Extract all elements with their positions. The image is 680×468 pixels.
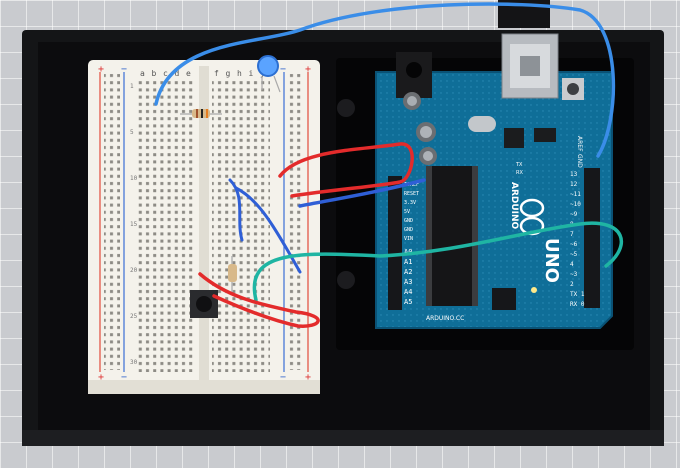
column-letter: b (152, 69, 157, 78)
analog-pin-label: A1 (404, 258, 412, 266)
aref-label: AREF (576, 136, 583, 152)
wire-teal (252, 221, 624, 302)
analog-pin-label: A4 (404, 288, 412, 296)
column-letter: g (226, 69, 231, 78)
analog-pin-label: A3 (404, 278, 412, 286)
capacitor (416, 122, 436, 142)
wire-sky-blue (154, 2, 616, 158)
rail-plus-bottom-left: + (98, 372, 104, 383)
wire-blue-breadboard-2 (234, 186, 302, 274)
crystal-oscillator (468, 116, 496, 132)
digital-pin-label: 2 (570, 281, 574, 288)
arduino-model-label: UNO (541, 238, 562, 283)
column-letter: f (214, 69, 219, 78)
rail-minus-top-left: − (121, 64, 127, 75)
row-number: 20 (130, 267, 138, 274)
power-analog-header (388, 176, 402, 310)
column-letter: i (249, 69, 254, 78)
rail-minus-bottom-left: − (121, 372, 127, 383)
icsp-header (534, 128, 556, 142)
tray-hole (337, 271, 355, 289)
rail-minus-bottom-right: − (280, 372, 286, 383)
analog-pin-label: A0 (404, 248, 412, 256)
wire-blue-breadboard (228, 178, 244, 242)
digital-pin-label: RX 0 (570, 301, 585, 308)
rail-minus-top-right: − (280, 64, 286, 75)
atmega-microcontroller (426, 166, 478, 306)
arduino-brand-label: ARDUINO (509, 182, 519, 230)
digital-pin-label: 13 (570, 171, 578, 178)
power-led (531, 287, 537, 293)
rail-plus-top-right: + (305, 64, 311, 75)
power-pin-label: RESET (404, 191, 419, 197)
tx-led-label: TX (515, 162, 523, 168)
wire-red-breadboard (198, 272, 320, 328)
power-pin-label: VIN (404, 236, 413, 242)
usb-chip (504, 128, 524, 148)
power-pin-label: GND (404, 227, 413, 233)
digital-pin-label: TX 1 (570, 291, 585, 298)
digital-pin-label: 7 (570, 231, 574, 238)
reset-button[interactable] (562, 78, 584, 100)
rail-plus-bottom-right: + (305, 372, 311, 383)
capacitor (419, 147, 437, 165)
column-letter: d (175, 69, 180, 78)
digital-pin-label: 12 (570, 181, 578, 188)
column-letter: e (186, 69, 191, 78)
digital-pin-label: ~10 (570, 201, 581, 208)
digital-pin-label: ~3 (570, 271, 578, 278)
digital-pin-label: ~6 (570, 241, 578, 248)
gnd-label: GND (576, 154, 583, 168)
arduino-website-label: ARDUINO.CC (426, 315, 464, 322)
digital-pin-header (584, 168, 600, 308)
power-pin-label: GND (404, 218, 413, 224)
tray-hole (337, 99, 355, 117)
column-letter: c (163, 69, 168, 78)
row-number: 15 (130, 221, 138, 228)
digital-pin-label: 4 (570, 261, 574, 268)
digital-pin-label: ~9 (570, 211, 578, 218)
rail-plus-top-left: + (98, 64, 104, 75)
analog-pin-label: A5 (404, 298, 412, 306)
resistor (180, 109, 222, 118)
row-number: 25 (130, 313, 138, 320)
row-number: 5 (130, 129, 134, 136)
wire-blue-to-arduino (298, 178, 426, 208)
blue-led (257, 55, 281, 93)
usb-b-jack (501, 33, 559, 99)
row-number: 30 (130, 359, 138, 366)
power-pin-label: 3.3V (404, 200, 416, 206)
power-pin-label: 5V (404, 209, 410, 215)
wire-red (278, 142, 414, 198)
digital-pin-label: ~11 (570, 191, 581, 198)
analog-pin-label: A2 (404, 268, 412, 276)
column-letter: a (140, 69, 145, 78)
capacitor (403, 92, 421, 110)
row-number: 10 (130, 175, 138, 182)
digital-pin-label: ~5 (570, 251, 578, 258)
row-number: 1 (130, 83, 134, 90)
resistor (228, 256, 237, 292)
column-letter: h (237, 69, 242, 78)
rx-led-label: RX (516, 170, 523, 176)
power-barrel-jack (396, 52, 432, 98)
push-button[interactable] (190, 290, 218, 318)
icsp-header-bottom (492, 288, 516, 310)
